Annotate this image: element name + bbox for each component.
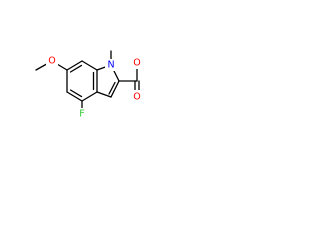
molecule-structure-diagram: O N F O O (35, 50, 143, 120)
bond-c3a-c4 (81, 91, 98, 102)
bond-c6-c7-inner (69, 64, 83, 73)
bond-c2-c3 (110, 80, 120, 98)
bond-c4-c5-inner (69, 89, 83, 98)
bond-c2-c3-inner (108, 81, 116, 95)
atom-f: F (79, 109, 84, 120)
bond-c4-c5 (66, 91, 83, 102)
atom-label-layer: O N F O O (46, 55, 143, 120)
atom-n-indole: N (107, 60, 114, 71)
atom-o-methoxy: O (48, 56, 55, 67)
bond-c6-c7 (66, 60, 83, 71)
bond-c7-c7a (81, 60, 98, 71)
atom-o-carbonyl: O (133, 92, 140, 103)
bond-c3-c3a (96, 91, 112, 98)
atom-o-ester: O (133, 58, 140, 69)
